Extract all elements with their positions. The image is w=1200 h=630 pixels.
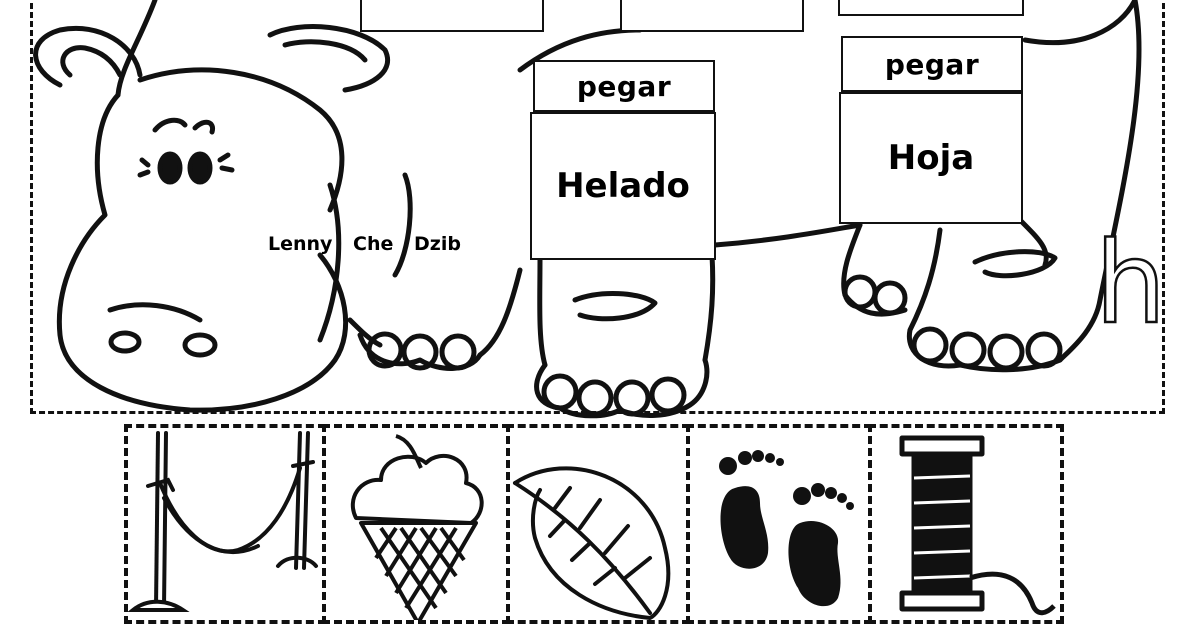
footprints-icon	[719, 450, 854, 607]
picture-card-thread-spool[interactable]	[868, 424, 1064, 624]
paste-label: pegar	[533, 60, 715, 112]
picture-card-leaf[interactable]	[506, 424, 690, 624]
leaf-icon	[513, 466, 671, 620]
target-letter: h	[1094, 219, 1167, 349]
paste-label: pegar	[841, 36, 1023, 92]
cut-out-frame-top	[30, 0, 1165, 414]
picture-card-hammock[interactable]	[124, 424, 326, 624]
picture-card-ice-cream[interactable]	[322, 424, 510, 625]
author-credit: Lenny Che Dzib	[268, 233, 461, 255]
paste-slot-top-2	[620, 0, 804, 32]
paste-slot-top-1	[360, 0, 544, 32]
thread-spool-icon	[899, 435, 1056, 616]
picture-card-footprints[interactable]	[686, 424, 872, 624]
picture-cards-strip	[124, 424, 1064, 625]
ice-cream-icon	[350, 434, 484, 625]
word-card-hoja: Hoja	[839, 92, 1023, 224]
word-card-helado: Helado	[530, 112, 716, 260]
hammock-icon	[127, 431, 318, 612]
paste-slot-top-3	[838, 0, 1024, 16]
